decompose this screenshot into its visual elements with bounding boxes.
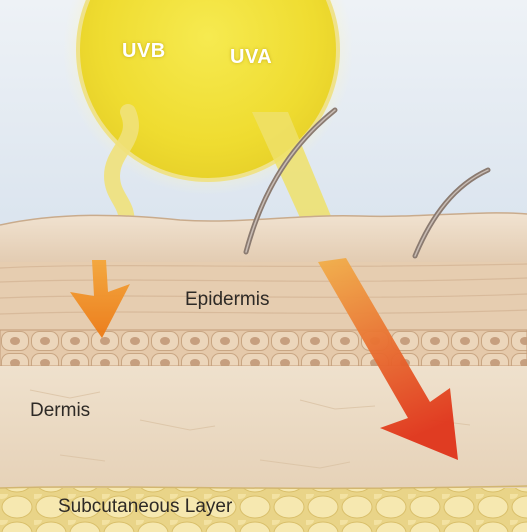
epidermis-label: Epidermis [185, 289, 269, 311]
cell-layer [0, 330, 527, 366]
skin-surface [0, 213, 527, 262]
uvb-label: UVB [122, 40, 166, 63]
subcutaneous-label: Subcutaneous Layer [58, 496, 232, 518]
uva-label: UVA [230, 46, 272, 69]
dermis-label: Dermis [30, 400, 90, 422]
